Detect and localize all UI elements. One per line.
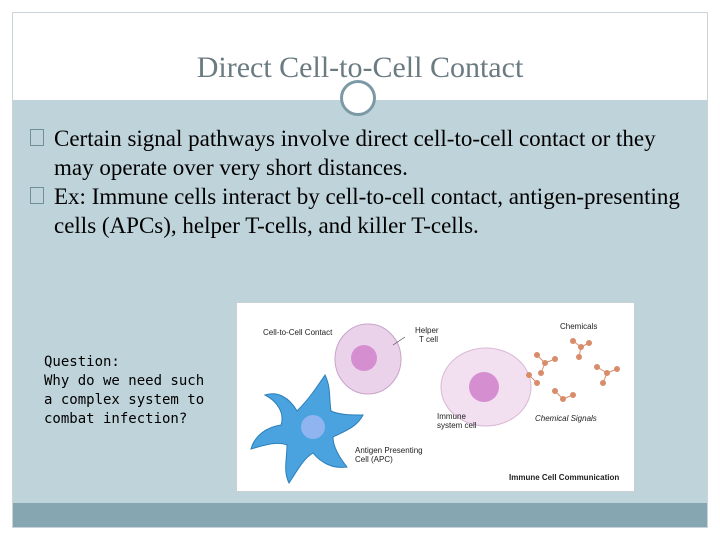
helper-t-cell-nucleus (351, 345, 377, 371)
label-antigen-presenting: Antigen Presenting (355, 446, 423, 455)
chemical-molecules (526, 338, 620, 402)
label-apc: Cell (APC) (355, 455, 393, 464)
label-cell-to-cell-contact: Cell-to-Cell Contact (263, 328, 333, 337)
bullet-text: Ex: Immune cells interact by cell-to-cel… (54, 184, 680, 238)
immune-cell-figure: Cell-to-Cell Contact Helper T cell Chemi… (236, 302, 635, 492)
label-immune: Immune (437, 412, 466, 421)
figure-caption: Immune Cell Communication (509, 473, 619, 482)
bullet-item: Ex: Immune cells interact by cell-to-cel… (30, 182, 700, 240)
slide-title: Direct Cell-to-Cell Contact (196, 51, 524, 84)
label-system-cell: system cell (437, 421, 477, 430)
immune-cell-nucleus (469, 372, 499, 402)
bullet-marker-icon (30, 187, 44, 204)
label-helper: Helper (415, 326, 439, 335)
label-t-cell: T cell (419, 335, 438, 344)
label-chemical-signals: Chemical Signals (535, 414, 597, 423)
question-text: Question: Why do we need such a complex … (44, 354, 205, 427)
figure-illustration: Cell-to-Cell Contact Helper T cell Chemi… (250, 322, 620, 484)
bullet-item: Certain signal pathways involve direct c… (30, 124, 700, 182)
label-chemicals: Chemicals (560, 322, 597, 331)
slide-frame (12, 12, 708, 528)
apc-nucleus (301, 415, 325, 439)
divider-circle-ornament (340, 80, 376, 116)
bullet-list: Certain signal pathways involve direct c… (30, 124, 700, 240)
footer-bar (13, 503, 707, 527)
bullet-marker-icon (30, 129, 44, 146)
bullet-text: Certain signal pathways involve direct c… (54, 126, 656, 180)
